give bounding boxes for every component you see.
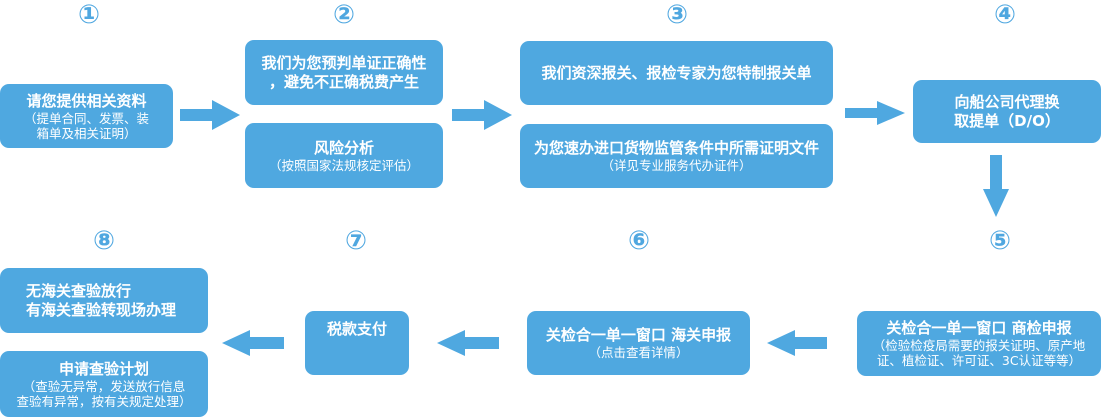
step-7-tax-payment[interactable]: 税款支付 [305, 311, 409, 375]
arrow-down-icon [983, 155, 1009, 217]
step-8a-title: 无海关查验放行 有海关查验转现场办理 [26, 281, 177, 319]
arrow-left-icon [222, 330, 284, 356]
step-number-1: ① [77, 0, 100, 30]
step-1-title: 请您提供相关资料 [26, 91, 147, 110]
step-number-6: ⑥ [627, 226, 650, 256]
step-4-exchange-bill-of-lading[interactable]: 向船公司代理换 取提单（D/O） [913, 80, 1101, 143]
step-2b-title: 风险分析 [313, 138, 374, 157]
step-number-5: ⑤ [988, 226, 1011, 256]
step-3b-title: 为您速办进口货物监管条件中所需证明文件 [533, 139, 819, 157]
step-8-inspection-plan[interactable]: 申请查验计划 （查验无异常，发送放行信息 查验有异常，按有关规定处理） [0, 351, 208, 417]
step-number-3: ③ [665, 0, 688, 30]
step-2-risk-analysis[interactable]: 风险分析 （按照国家法规核定评估） [245, 123, 443, 188]
step-2b-subtitle: （按照国家法规核定评估） [268, 157, 419, 173]
step-5-title: 关检合一单一窗口 商检申报 [886, 319, 1072, 337]
step-8b-subtitle: （查验无异常，发送放行信息 查验有异常，按有关规定处理） [16, 378, 192, 409]
step-8-release[interactable]: 无海关查验放行 有海关查验转现场办理 [0, 268, 208, 333]
arrow-left-icon [767, 330, 827, 356]
step-5-subtitle: （检验检疫局需要的报关证明、原产地 证、植检证、许可证、3C认证等等） [872, 338, 1086, 368]
step-6-title: 关检合一单一窗口 海关申报 [545, 326, 732, 344]
step-3a-title: 我们资深报关、报检专家为您特制报关单 [541, 63, 812, 82]
step-5-inspection-declaration[interactable]: 关检合一单一窗口 商检申报 （检验检疫局需要的报关证明、原产地 证、植检证、许可… [857, 311, 1101, 376]
arrow-right-icon [845, 101, 905, 125]
step-3b-subtitle: （详见专业服务代办证件） [601, 158, 752, 173]
step-7-title: 税款支付 [326, 320, 387, 338]
step-6-subtitle: （点击查看详情） [588, 345, 689, 360]
step-2-document-precheck[interactable]: 我们为您预判单证正确性 ，避免不正确税费产生 [245, 40, 443, 105]
arrow-right-icon [452, 100, 512, 130]
arrow-right-icon [180, 100, 240, 130]
step-1-provide-documents[interactable]: 请您提供相关资料 （提单合同、发票、装 箱单及相关证明） [0, 84, 173, 148]
step-3-certificates[interactable]: 为您速办进口货物监管条件中所需证明文件 （详见专业服务代办证件） [520, 124, 833, 188]
step-3-customs-declaration-prep[interactable]: 我们资深报关、报检专家为您特制报关单 [520, 41, 833, 105]
step-number-8: ⑧ [92, 226, 115, 256]
step-1-subtitle: （提单合同、发票、装 箱单及相关证明） [23, 110, 149, 141]
step-number-7: ⑦ [344, 226, 367, 256]
step-2a-title: 我们为您预判单证正确性 ，避免不正确税费产生 [261, 53, 427, 91]
step-number-2: ② [332, 0, 355, 30]
step-8b-title: 申请查验计划 [58, 359, 149, 378]
step-6-customs-declaration[interactable]: 关检合一单一窗口 海关申报 （点击查看详情） [527, 311, 750, 375]
step-number-4: ④ [993, 0, 1016, 30]
step-4-title: 向船公司代理换 取提单（D/O） [954, 92, 1060, 130]
arrow-left-icon [437, 330, 499, 356]
